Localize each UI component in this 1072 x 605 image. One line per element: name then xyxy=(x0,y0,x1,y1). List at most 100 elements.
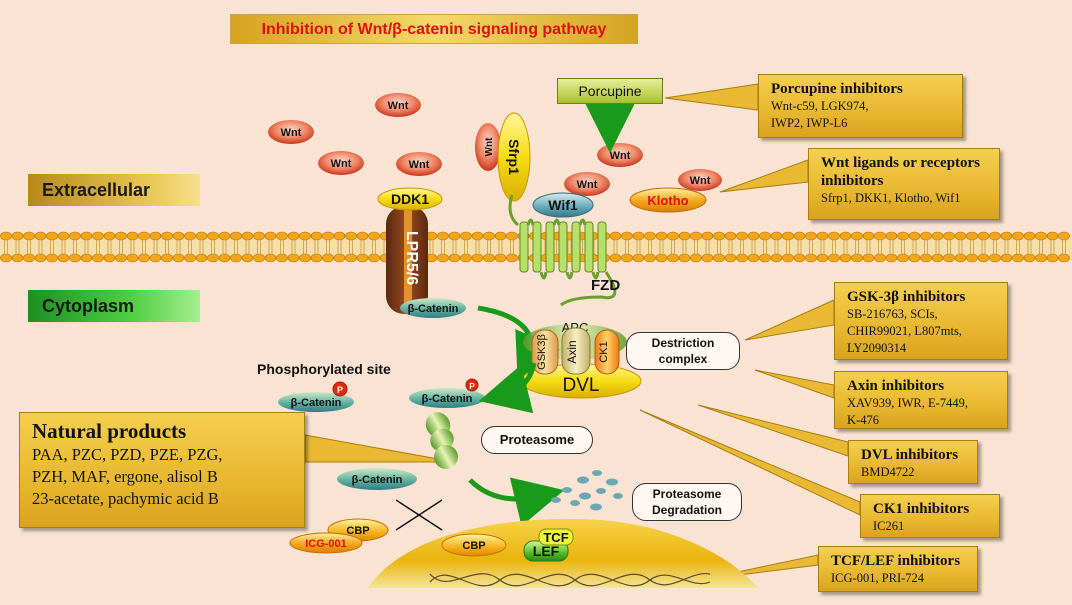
membrane-head xyxy=(437,253,449,263)
sfrp1-label: Sfrp1 xyxy=(506,139,522,175)
membrane-head xyxy=(253,253,265,263)
wnt-ligand: Wnt xyxy=(678,169,722,191)
membrane-head xyxy=(57,253,70,263)
membrane-tail xyxy=(314,240,319,254)
lpr56-receptor: LPR5/6 xyxy=(386,206,428,314)
membrane-tail xyxy=(429,240,434,254)
membrane-tail xyxy=(728,240,733,254)
membrane-head xyxy=(977,231,990,241)
membrane-head xyxy=(149,231,162,241)
membrane-head xyxy=(195,231,208,241)
sfrp1-complex: Wnt Sfrp1 xyxy=(475,112,531,202)
porcupine-inhibitors-callout: Porcupine inhibitors Wnt-c59, LGK974, IW… xyxy=(758,74,963,138)
extracellular-label: Extracellular xyxy=(28,174,200,206)
membrane-head xyxy=(483,231,495,241)
svg-text:Wnt: Wnt xyxy=(484,137,495,157)
membrane-head xyxy=(851,253,863,263)
svg-text:Wnt: Wnt xyxy=(281,127,302,139)
membrane-head xyxy=(230,253,242,263)
ck1-label: CK1 xyxy=(598,341,610,362)
membrane-tail xyxy=(176,240,181,254)
membrane-head xyxy=(299,253,311,263)
membrane-head xyxy=(667,253,679,263)
membrane-tail xyxy=(970,240,974,254)
membrane-tail xyxy=(924,240,928,254)
membrane-head xyxy=(1058,231,1070,241)
lpr56-label: LPR5/6 xyxy=(403,231,420,285)
membrane-head xyxy=(897,253,909,263)
membrane-head xyxy=(287,253,300,263)
membrane-head xyxy=(782,253,794,263)
membrane-head xyxy=(264,253,277,263)
membrane-tail xyxy=(981,240,986,254)
membrane-head xyxy=(448,231,461,241)
membrane-head xyxy=(724,231,737,241)
membrane-tail xyxy=(234,240,238,254)
membrane-head xyxy=(747,253,760,263)
membrane-head xyxy=(322,253,334,263)
membrane-tail xyxy=(4,240,8,254)
membrane-head xyxy=(241,231,254,241)
membrane-head xyxy=(345,253,357,263)
membrane-head xyxy=(310,253,323,263)
cbp-icg001: CBP ICG-001 xyxy=(289,518,389,554)
membrane-head xyxy=(805,253,817,263)
membrane-tail xyxy=(832,240,836,254)
membrane-tail xyxy=(636,240,641,254)
membrane-head xyxy=(46,231,58,241)
membrane-head xyxy=(793,231,806,241)
degraded-fragments xyxy=(551,470,623,511)
membrane-tail xyxy=(268,240,273,254)
membrane-tail xyxy=(717,240,721,254)
membrane-head xyxy=(115,231,127,241)
membrane-head xyxy=(1058,253,1070,263)
membrane-tail xyxy=(797,240,802,254)
membrane-head xyxy=(1023,253,1036,263)
membrane-tail xyxy=(1027,240,1032,254)
membrane-head xyxy=(264,231,277,241)
membrane-head xyxy=(943,231,955,241)
membrane-tail xyxy=(303,240,307,254)
membrane-head xyxy=(793,253,806,263)
membrane-head xyxy=(207,231,219,241)
membrane-head xyxy=(897,231,909,241)
membrane-head xyxy=(184,231,196,241)
membrane-head xyxy=(874,253,886,263)
membrane-tail xyxy=(50,240,54,254)
membrane-head xyxy=(770,231,783,241)
membrane-head xyxy=(69,253,81,263)
membrane-head xyxy=(724,253,737,263)
membrane-head xyxy=(713,231,725,241)
membrane-head xyxy=(908,253,921,263)
membrane-tail xyxy=(786,240,790,254)
membrane-head xyxy=(92,231,104,241)
membrane-head xyxy=(287,231,300,241)
membrane-head xyxy=(1012,253,1024,263)
membrane-head xyxy=(943,253,955,263)
membrane-head xyxy=(713,253,725,263)
membrane-head xyxy=(966,253,978,263)
membrane-tail xyxy=(188,240,192,254)
wnt-ligand: Wnt xyxy=(318,151,364,175)
membrane-head xyxy=(1046,231,1059,241)
membrane-head xyxy=(759,231,771,241)
wnt-ligand: Wnt xyxy=(375,93,421,117)
membrane-head xyxy=(609,231,622,241)
membrane-head xyxy=(816,253,829,263)
membrane-head xyxy=(11,231,24,241)
dvl-inhibitors-callout: DVL inhibitors BMD4722 xyxy=(848,440,978,484)
membrane-tail xyxy=(222,240,227,254)
membrane-head xyxy=(759,253,771,263)
membrane-tail xyxy=(337,240,342,254)
membrane-tail xyxy=(705,240,710,254)
membrane-head xyxy=(80,253,93,263)
gsk3b-label: GSK3β xyxy=(536,334,548,370)
membrane-head xyxy=(253,231,265,241)
svg-text:P: P xyxy=(337,385,343,395)
membrane-head xyxy=(218,231,231,241)
membrane-tail xyxy=(61,240,66,254)
wnt-ligand-inhibitors-callout: Wnt ligands or receptors inhibitors Sfrp… xyxy=(808,148,1000,220)
svg-text:β-Catenin: β-Catenin xyxy=(422,393,473,405)
